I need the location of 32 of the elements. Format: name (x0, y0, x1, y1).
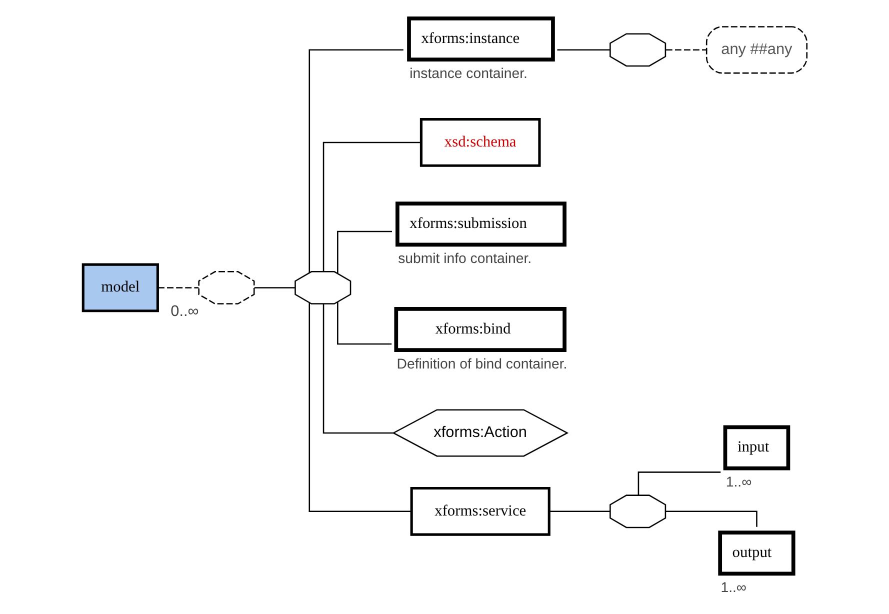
node-octagon (609, 494, 666, 528)
connector (548, 510, 610, 512)
node-label: Definition of bind container. (396, 355, 567, 372)
connector (308, 49, 403, 272)
node-octagon (609, 33, 666, 67)
node-box: model (81, 263, 158, 312)
connector (556, 49, 610, 51)
node-box: input (722, 425, 790, 470)
connector (158, 287, 198, 288)
connector (666, 510, 757, 527)
connector (336, 230, 392, 274)
node-box: xforms:submission (395, 202, 566, 247)
connector (666, 49, 706, 51)
node-box: xforms:instance (406, 16, 554, 62)
node-octagon (198, 271, 254, 304)
connector (322, 304, 393, 434)
node-box: any ##any (705, 26, 807, 74)
node-box: xsd:schema (419, 118, 540, 167)
node-label: 1..∞ (720, 579, 746, 596)
connector (254, 287, 295, 288)
node-label: submit info container. (398, 250, 532, 266)
node-box: xforms:service (410, 486, 550, 536)
connector (322, 142, 421, 272)
node-label: 1..∞ (725, 474, 752, 490)
node-box: xforms:bind (394, 307, 566, 352)
node-label: 0..∞ (170, 303, 198, 320)
node-box: output (718, 530, 795, 576)
connector (308, 302, 411, 512)
node-octagon (294, 271, 351, 304)
node-label: instance container. (409, 64, 527, 81)
connector (637, 472, 720, 495)
connector (336, 302, 392, 345)
